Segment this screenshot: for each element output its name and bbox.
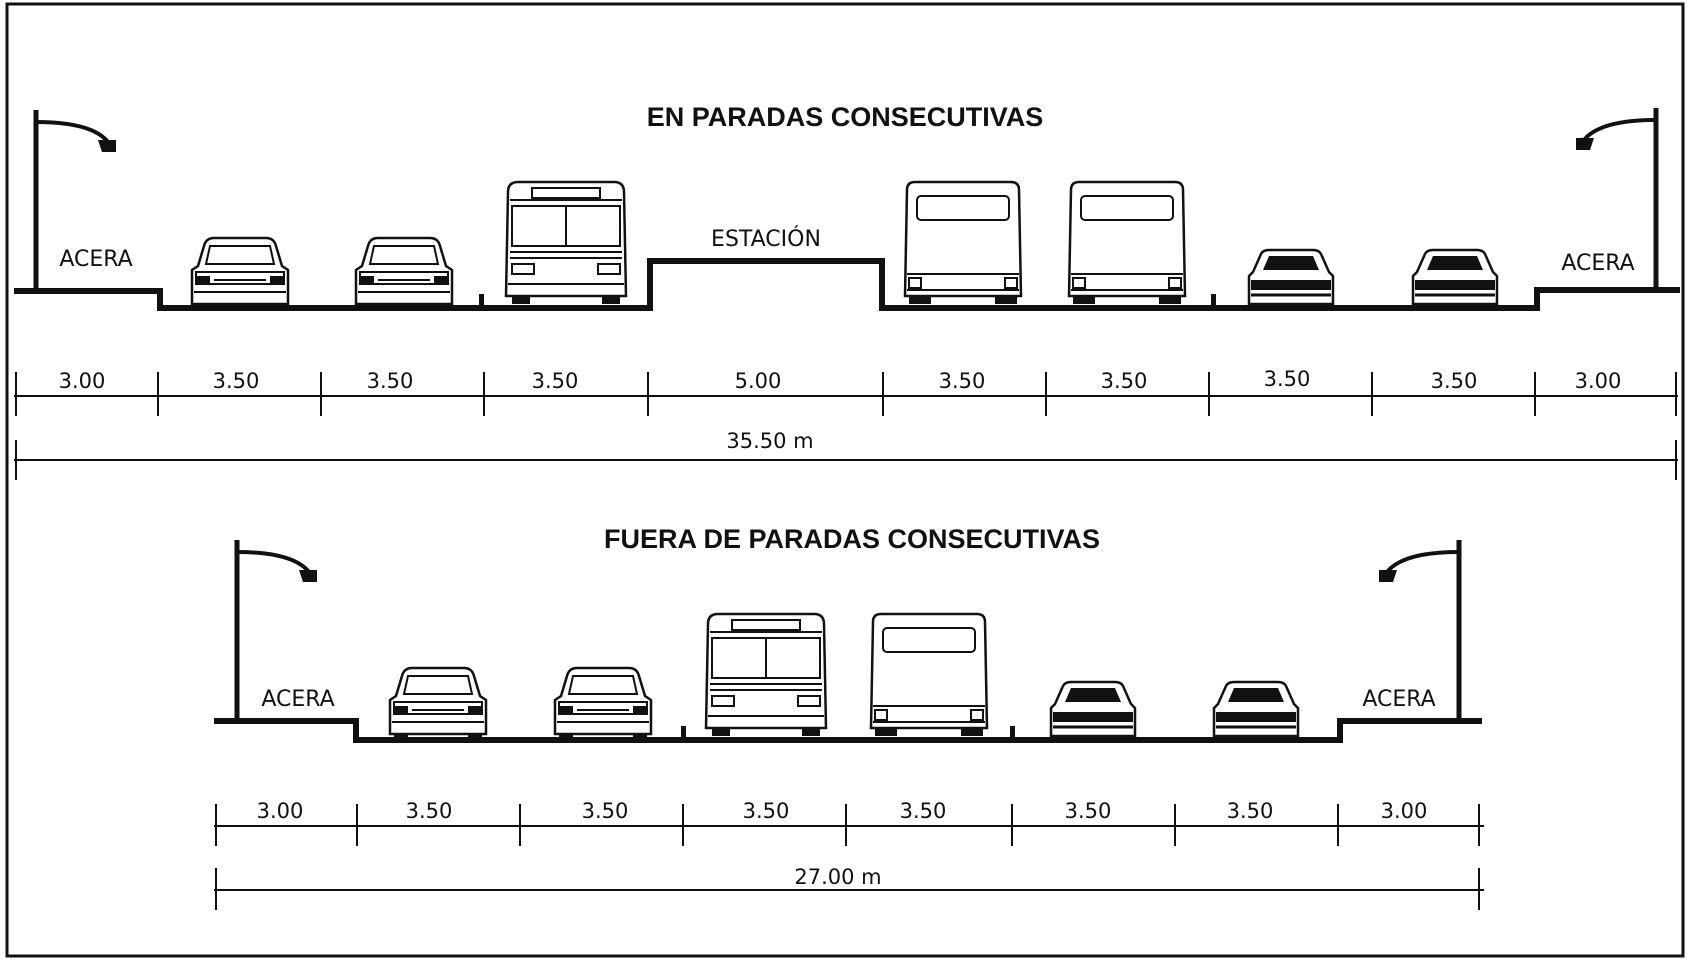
sidewalk-label-right: ACERA — [1561, 251, 1634, 276]
station-label: ESTACIÓN — [711, 226, 821, 252]
bottom-title: FUERA DE PARADAS CONSECUTIVAS — [604, 524, 1100, 554]
width-label: 3.00 — [257, 799, 304, 823]
car-rear-icon — [1247, 248, 1335, 312]
lane-marker — [1010, 726, 1015, 738]
car-rear-icon — [1212, 680, 1300, 744]
total-width-label: 35.50 m — [726, 429, 813, 453]
width-label: 3.50 — [1431, 369, 1478, 393]
width-label: 3.50 — [939, 369, 986, 393]
width-label: 3.00 — [1381, 799, 1428, 823]
width-label: 3.50 — [1065, 799, 1112, 823]
sidewalk-label-right: ACERA — [1362, 687, 1435, 712]
width-label: 3.50 — [367, 369, 414, 393]
dimension-ticks — [215, 804, 1480, 846]
width-label: 3.50 — [582, 799, 629, 823]
road-profile-top — [14, 258, 1680, 311]
width-label: 3.50 — [900, 799, 947, 823]
width-label: 5.00 — [735, 369, 782, 393]
car-rear-icon — [1049, 680, 1137, 744]
width-label: 3.00 — [1575, 369, 1622, 393]
car-icon — [388, 666, 488, 742]
width-label: 3.50 — [1264, 367, 1311, 391]
dimension-ticks — [15, 372, 1677, 416]
bus-front-icon — [504, 180, 628, 306]
car-icon — [354, 236, 454, 312]
width-label: 3.50 — [1101, 369, 1148, 393]
width-label: 3.50 — [532, 369, 579, 393]
total-width-label: 27.00 m — [794, 865, 881, 889]
car-rear-icon — [1411, 248, 1499, 312]
sidewalk-label-left: ACERA — [261, 687, 334, 712]
top-title: EN PARADAS CONSECUTIVAS — [647, 102, 1044, 132]
bus-rear-icon — [869, 612, 989, 738]
lane-marker — [479, 294, 484, 306]
width-label: 3.50 — [743, 799, 790, 823]
sidewalk-label-left: ACERA — [59, 247, 132, 272]
top-section: EN PARADAS CONSECUTIVAS ACERA ESTACIÓN A… — [14, 102, 1680, 480]
car-icon — [553, 666, 653, 742]
width-label: 3.50 — [1227, 799, 1274, 823]
lane-marker — [1211, 294, 1216, 306]
road-profile-bottom — [214, 718, 1482, 743]
width-label: 3.50 — [213, 369, 260, 393]
width-label: 3.00 — [59, 369, 106, 393]
outer-border — [5, 2, 1685, 958]
width-label: 3.50 — [406, 799, 453, 823]
lane-marker — [681, 726, 686, 738]
car-icon — [190, 236, 290, 312]
bottom-section: FUERA DE PARADAS CONSECUTIVAS ACERA ACER… — [214, 524, 1484, 910]
bus-rear-icon — [903, 180, 1023, 306]
bus-rear-icon — [1067, 180, 1187, 306]
bus-front-icon — [704, 612, 828, 738]
